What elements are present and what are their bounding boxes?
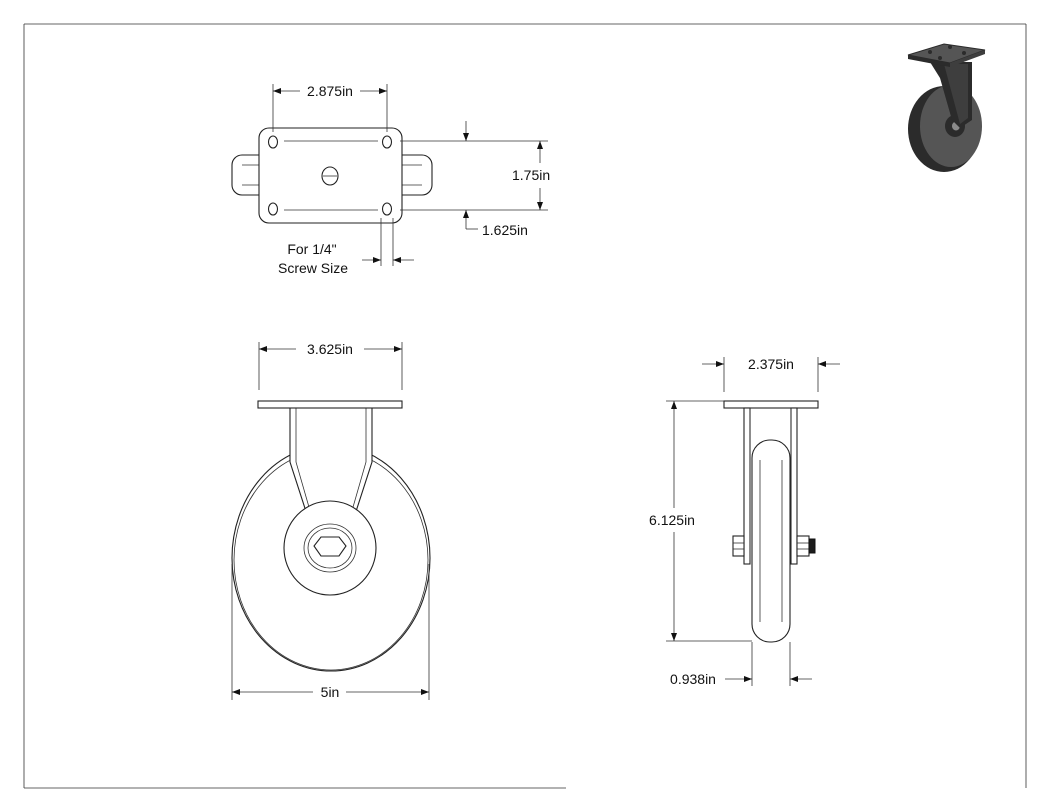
screw-note-line1: For 1/4" [287,241,336,257]
mounting-hole [381,135,393,149]
axle-bolt-end [808,538,816,554]
front-view: 3.625in 5in [231,341,431,700]
fork-side-left [743,407,751,565]
screw-note-line2: Screw Size [278,260,348,276]
dim-label-6125: 6.125in [649,512,695,528]
side-view: 2.375in 6.125in 0.938in [649,356,840,687]
front-mounting-plate [257,400,403,409]
mounting-hole [267,202,279,216]
dim-label-3625: 3.625in [307,341,353,357]
dim-6125: 6.125in [649,400,752,642]
dim-5: 5in [231,564,430,700]
sheet-border [23,23,1027,789]
dim-label-2875: 2.875in [307,83,353,99]
dim-175: 1.75in [400,140,550,211]
dim-label-5: 5in [321,684,340,700]
dim-3625: 3.625in [258,341,403,390]
dim-1625: 1.625in [463,121,528,238]
axle-nut-left [732,535,745,557]
mounting-hole [267,135,279,149]
dim-0938: 0.938in [670,642,812,687]
fork-side-right [790,407,798,565]
dim-2875: 2.875in [272,83,388,132]
dim-label-0938: 0.938in [670,671,716,687]
caster-isometric-thumbnail [907,43,986,172]
side-mounting-plate [723,400,819,409]
axle-hex-nut [313,536,347,557]
dim-label-175: 1.75in [512,167,550,183]
mounting-hole [381,202,393,216]
screw-size-note: For 1/4" Screw Size [278,218,414,276]
top-view: 2.875in 1.75in 1.625in [231,83,550,276]
dim-label-1625: 1.625in [482,222,528,238]
dim-2375: 2.375in [702,356,840,392]
dim-label-2375: 2.375in [748,356,794,372]
wheel-side [751,439,791,643]
axle-nut-right [796,535,810,557]
